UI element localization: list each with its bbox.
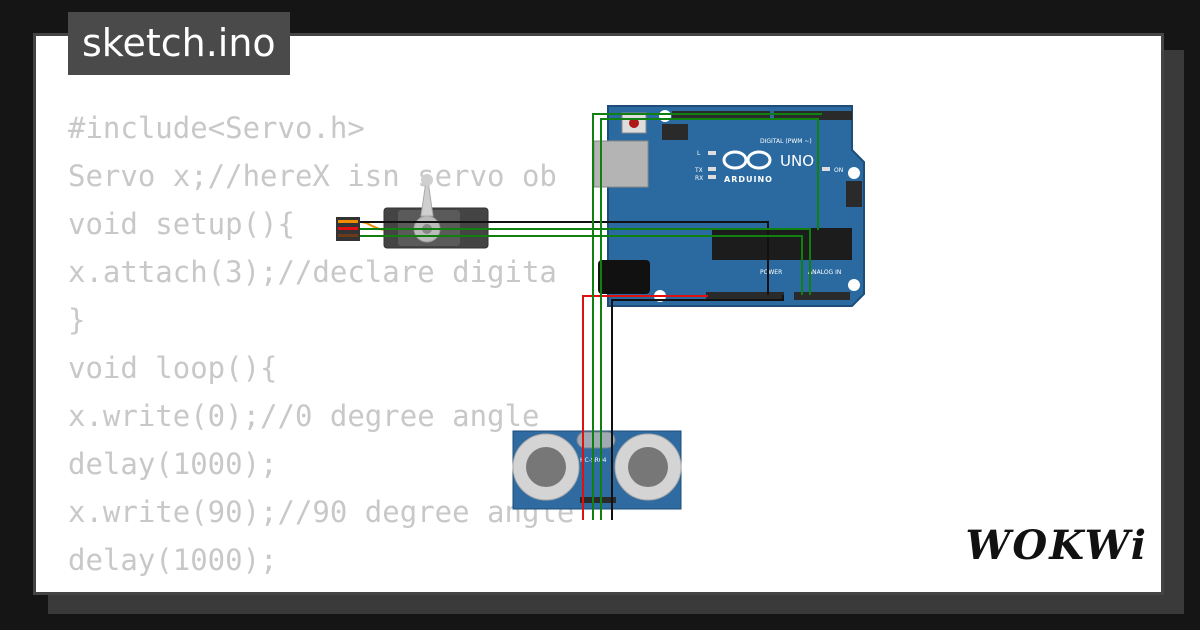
servo-horn [420, 173, 434, 217]
wires [360, 113, 822, 520]
file-tab[interactable]: sketch.ino [68, 12, 290, 75]
analog-label: ANALOG IN [808, 269, 841, 276]
power-label: POWER [760, 269, 782, 276]
preview-card: #include<Servo.h> Servo x;//hereX isn se… [33, 33, 1164, 595]
code-line: x.attach(3);//declare digita [68, 255, 557, 289]
code-line: void setup(){ [68, 207, 295, 241]
code-line: #include<Servo.h> [68, 111, 365, 145]
wire-red [582, 295, 708, 520]
code-line: x.write(180);//180 degree angle [68, 584, 609, 592]
microcontroller-chip [712, 228, 852, 260]
analog-header [794, 292, 850, 300]
arduino-uno-board[interactable]: UNO ARDUINO DIGITAL (PWM ~) POWER ANALOG… [593, 105, 865, 307]
wokwi-logo: WOKWi [965, 522, 1148, 569]
code-line: delay(1000); [68, 543, 278, 577]
code-line: void loop(){ [68, 351, 278, 385]
arduino-logo-icon [722, 150, 772, 170]
tx-led-label: TX [694, 167, 703, 174]
l-led-label: L [697, 150, 701, 157]
wire-black [360, 221, 769, 295]
code-line: delay(1000); [68, 447, 278, 481]
power-header [706, 292, 784, 300]
board-model: UNO [780, 152, 814, 170]
code-line: x.write(0);//0 degree angle [68, 399, 540, 433]
wire-green [360, 228, 811, 295]
code-editor[interactable]: #include<Servo.h> Servo x;//hereX isn se… [68, 104, 609, 592]
wire-green [592, 113, 822, 520]
on-led-label: ON [834, 167, 843, 174]
board-brand: ARDUINO [724, 175, 773, 184]
code-line: } [68, 303, 86, 337]
wire-green [360, 235, 803, 295]
wire-green [600, 118, 819, 520]
rx-led-label: RX [695, 175, 703, 182]
code-line: Servo x;//hereX isn servo ob [68, 159, 557, 193]
digital-header [672, 111, 770, 120]
digital-label: DIGITAL (PWM ~) [760, 138, 812, 145]
wire-black [611, 295, 784, 520]
power-jack [598, 260, 650, 294]
ultrasonic-sensor[interactable]: HC-SR04 [512, 430, 682, 510]
usb-port [593, 140, 649, 188]
